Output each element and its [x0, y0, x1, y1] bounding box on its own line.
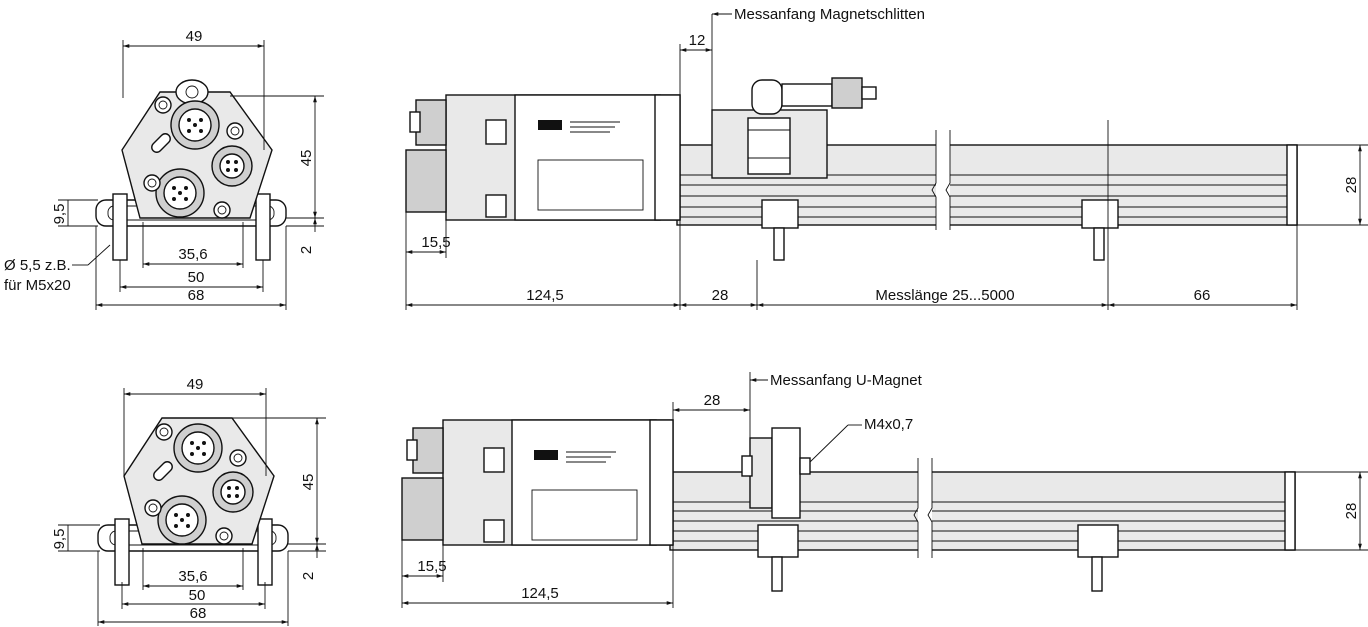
dim-rail-height-28: 28: [1343, 503, 1360, 520]
hole-note-diameter: Ø 5,5 z.B.: [4, 257, 71, 274]
connector-m8-right: [211, 145, 253, 187]
dim-width-49: 49: [187, 376, 204, 393]
dim-28-top: 28: [704, 392, 721, 409]
dim-12: 12: [689, 32, 706, 49]
mounting-bolt-left: [114, 518, 130, 586]
thread-label: M4x0,7: [864, 416, 913, 433]
dim-offset-2: 2: [298, 246, 315, 254]
dim-offset-9-5: 9,5: [51, 529, 68, 550]
u-magnet: [749, 437, 773, 509]
dim-height-45: 45: [298, 150, 315, 167]
connector-m12-top: [173, 423, 223, 473]
dim-hole-35-6: 35,6: [178, 568, 207, 585]
dim-hole-50: 50: [188, 269, 205, 286]
dim-124-5: 124,5: [526, 287, 564, 304]
dim-rail-height-28: 28: [1343, 177, 1360, 194]
front-view-bottom-dimensions: 49 45 2 9,5 35,6 50 68: [51, 376, 326, 626]
mounting-bolt-right: [257, 518, 273, 586]
dim-width-49: 49: [186, 28, 203, 45]
connector-m12-top: [170, 100, 220, 150]
dim-base-68: 68: [190, 605, 207, 622]
dim-base-68: 68: [188, 287, 205, 304]
mounting-bolt-right: [255, 193, 271, 261]
hole-note-screw: für M5x20: [4, 277, 71, 294]
dim-measure-length: Messlänge 25...5000: [875, 287, 1014, 304]
connector-m8-right: [212, 471, 254, 513]
dim-offset-9-5: 9,5: [51, 204, 68, 225]
front-view-top: [95, 79, 287, 261]
dim-15-5: 15,5: [417, 558, 446, 575]
side-view-top: [405, 77, 1298, 261]
connector-m12-bottom: [157, 495, 207, 545]
measure-start-label: Messanfang Magnetschlitten: [734, 6, 925, 23]
front-view-bottom: [97, 417, 289, 586]
connector-m12-bottom: [155, 168, 205, 218]
dim-15-5: 15,5: [421, 234, 450, 251]
mounting-bolt-left: [112, 193, 128, 261]
dim-offset-2: 2: [300, 572, 317, 580]
front-view-top-dimensions: 49 45 2 9,5 35,6 50 68 Ø 5,5 z.B. für: [4, 28, 324, 310]
dim-height-45: 45: [300, 474, 317, 491]
dim-hole-35-6: 35,6: [178, 246, 207, 263]
side-view-bottom-dimensions: Messanfang U-Magnet 28 M4x0,7 28 15,5 12…: [401, 372, 1368, 608]
dim-66: 66: [1194, 287, 1211, 304]
measure-start-label: Messanfang U-Magnet: [770, 372, 923, 389]
dim-28: 28: [712, 287, 729, 304]
dim-hole-50: 50: [189, 587, 206, 604]
side-view-top-dimensions: Messanfang Magnetschlitten 12 15,5 28 12…: [405, 6, 1368, 310]
side-view-bottom: [401, 419, 1296, 592]
dim-124-5: 124,5: [521, 585, 559, 602]
